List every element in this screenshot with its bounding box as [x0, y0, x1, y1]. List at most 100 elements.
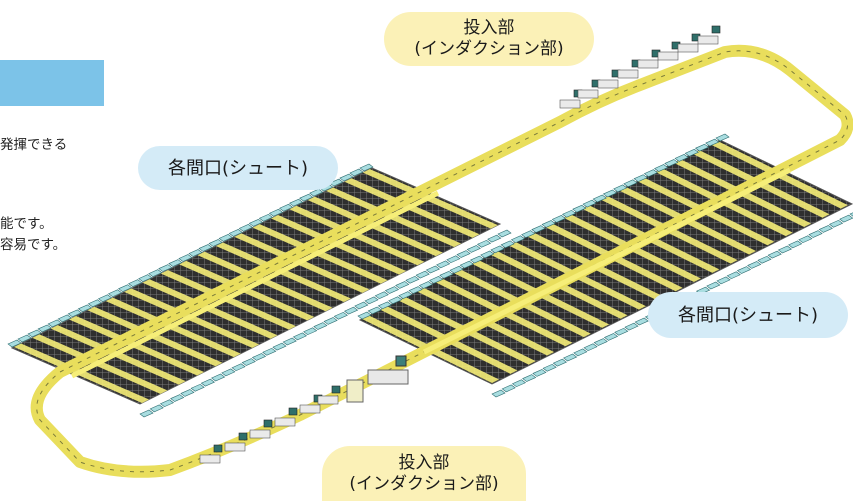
chute-bin: [148, 269, 163, 277]
label-induction-bottom-line2: (インダクション部): [349, 473, 499, 494]
chute-bin: [415, 270, 430, 279]
chute-bin: [57, 314, 72, 323]
chute-bin: [716, 276, 731, 285]
chute-bin: [354, 301, 369, 310]
chute-bin: [37, 324, 52, 333]
chute-bin: [139, 409, 154, 418]
induction-stations-top: [559, 25, 721, 109]
chute-bin: [398, 291, 413, 300]
chute-bin: [480, 250, 495, 259]
chute-bin: [541, 220, 556, 228]
chute-bin: [359, 163, 374, 172]
monitor-icon: [711, 25, 721, 34]
control-cabinet: [346, 379, 364, 403]
chute-bin: [531, 225, 546, 233]
induction-conveyor: [249, 429, 271, 439]
chute-bin: [839, 214, 853, 223]
chute-bin: [278, 203, 294, 212]
chute-bin: [323, 317, 338, 325]
body-text-line-3: 容易です。: [0, 237, 67, 253]
label-chute-left: 各間口(シュート): [138, 146, 338, 190]
chute-bin: [384, 286, 400, 294]
chute-bin: [168, 259, 183, 267]
chute-bin: [563, 353, 578, 362]
chute-bin: [466, 245, 481, 253]
induction-stations-bottom: [199, 385, 341, 464]
chute-bin: [367, 306, 382, 315]
chute-bin: [684, 148, 699, 157]
chute-bin: [329, 178, 344, 187]
chute-bin: [262, 347, 277, 356]
chute-bin: [613, 184, 628, 193]
chute-bin: [674, 153, 689, 162]
chute-bin: [158, 264, 173, 272]
induction-conveyor: [697, 35, 719, 45]
chute-bin: [388, 296, 403, 305]
chute-bin: [339, 173, 354, 182]
induction-conveyor: [637, 59, 659, 69]
chute-bin: [582, 199, 597, 208]
chute-bin: [715, 133, 730, 142]
monitor-icon: [238, 432, 248, 441]
chute-bin: [118, 284, 133, 293]
chute-bin: [238, 223, 253, 232]
chute-bin: [333, 311, 348, 320]
chute-bin: [159, 399, 175, 408]
induction-conveyor: [597, 79, 619, 89]
chute-bin: [211, 373, 226, 382]
chute-bin: [491, 389, 506, 398]
chute-bin: [456, 250, 471, 258]
chute-bin: [149, 404, 164, 413]
chute-bin: [343, 306, 359, 315]
chute-bin: [532, 369, 547, 377]
chute-bin: [510, 235, 526, 244]
label-chute-right: 各間口(シュート): [648, 292, 848, 338]
chute-bin: [818, 225, 833, 233]
chute-bin: [490, 245, 505, 254]
chute-bin: [521, 230, 536, 238]
chute-bin: [67, 309, 82, 318]
chute-bin: [268, 208, 284, 217]
chute-bin: [97, 294, 113, 303]
chute-bin: [364, 296, 379, 305]
chute-bin: [459, 260, 474, 269]
chute-bin: [798, 235, 813, 244]
chute-bin: [282, 337, 297, 346]
induction-conveyor: [677, 43, 699, 53]
body-text-line-1: 発揮できる: [0, 137, 68, 153]
chute-bin: [705, 138, 720, 147]
chute-bin: [218, 234, 233, 242]
chute-bin: [767, 250, 782, 259]
chute-bin: [429, 276, 444, 284]
induction-conveyor: [317, 395, 339, 405]
label-induction-top: 投入部 (インダクション部): [384, 12, 594, 66]
chute-bin: [357, 311, 372, 320]
right-center-conveyor: [422, 167, 792, 355]
chute-bin: [241, 358, 256, 366]
section-header-bar: [0, 60, 104, 106]
label-induction-bottom-line1: 投入部: [398, 452, 450, 473]
chute-bin: [736, 266, 752, 274]
chute-bin: [664, 159, 679, 167]
chute-bin: [313, 322, 328, 330]
chute-bin: [449, 265, 464, 274]
induction-conveyor: [274, 417, 296, 427]
chute-bin: [497, 229, 512, 238]
chute-bin: [436, 260, 451, 269]
chute-bin: [228, 229, 243, 237]
chute-bin: [623, 179, 638, 188]
body-text-line-2: 能です。: [0, 216, 53, 232]
chute-bin: [551, 215, 566, 223]
chute-bin: [747, 261, 762, 269]
operator-desk: [367, 369, 409, 385]
induction-conveyor: [577, 89, 599, 99]
chute-bin: [170, 394, 185, 402]
chute-bin: [542, 363, 557, 372]
induction-conveyor: [617, 69, 639, 79]
chute-bin: [511, 379, 527, 388]
chute-bin: [208, 239, 223, 247]
chute-bin: [593, 338, 608, 346]
induction-conveyor: [224, 442, 246, 452]
chute-bin: [251, 353, 267, 361]
